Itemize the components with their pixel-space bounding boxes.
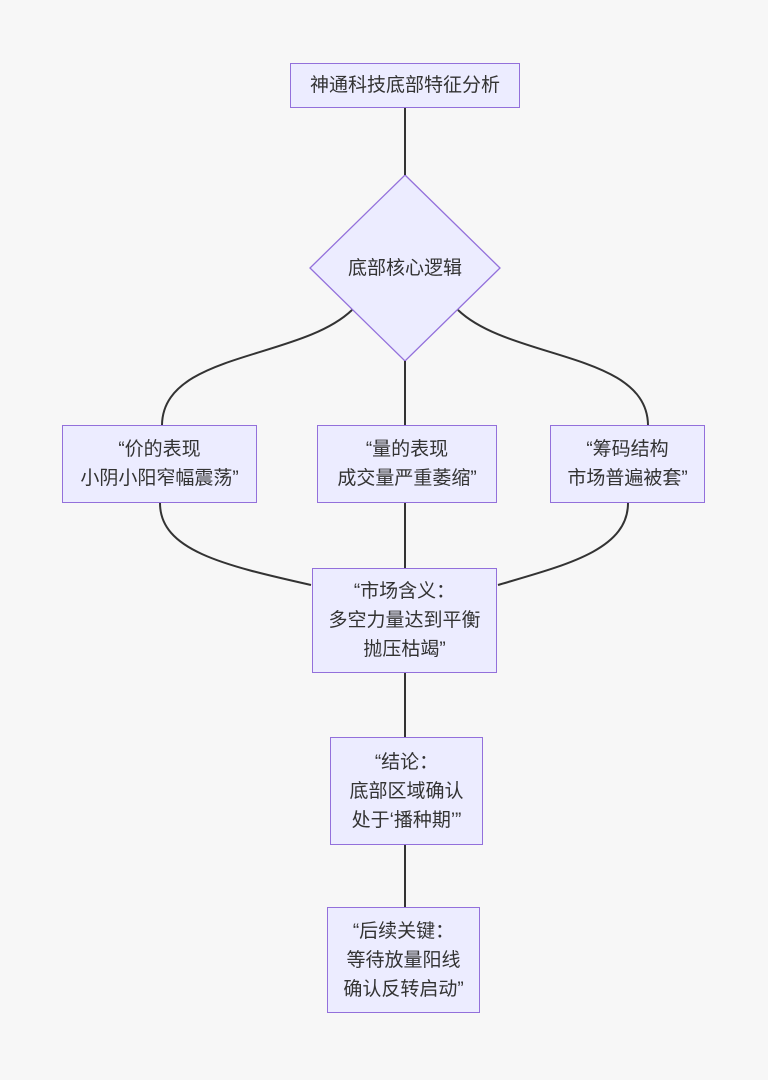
node-analysis-title-label: 神通科技底部特征分析: [309, 75, 500, 96]
node-followup-key-line1: “后续关键：: [352, 920, 455, 942]
node-conclusion: “结论： 底部区域确认 处于‘播种期’”: [330, 737, 483, 845]
edge-logic-price: [161, 309, 353, 426]
node-followup-key-line2: 等待放量阳线: [346, 949, 461, 971]
node-analysis-title: 神通科技底部特征分析: [290, 63, 520, 108]
node-volume-behavior-line1: “量的表现: [365, 439, 449, 460]
node-followup-key: “后续关键： 等待放量阳线 确认反转启动”: [327, 907, 480, 1013]
node-conclusion-line2: 底部区域确认: [349, 780, 464, 802]
node-conclusion-line1: “结论：: [374, 751, 439, 773]
node-market-meaning: “市场含义： 多空力量达到平衡 抛压枯竭”: [312, 568, 497, 673]
edge-price-meaning: [159, 502, 312, 586]
node-chip-structure: “筹码结构 市场普遍被套”: [550, 425, 705, 503]
node-volume-behavior-line2: 成交量严重萎缩”: [337, 468, 477, 489]
node-price-behavior-line2: 小阴小阳窄幅震荡”: [80, 468, 239, 489]
node-chip-structure-line2: 市场普遍被套”: [567, 468, 688, 489]
node-price-behavior: “价的表现 小阴小阳窄幅震荡”: [62, 425, 257, 503]
node-followup-key-line3: 确认反转启动”: [343, 978, 464, 1000]
node-market-meaning-line1: “市场含义：: [353, 581, 456, 602]
node-market-meaning-line2: 多空力量达到平衡: [328, 610, 481, 631]
node-price-behavior-line1: “价的表现: [118, 439, 201, 460]
node-market-meaning-line3: 抛压枯竭”: [363, 639, 446, 660]
node-core-logic-label: 底部核心逻辑: [347, 257, 462, 279]
node-volume-behavior: “量的表现 成交量严重萎缩”: [317, 425, 497, 503]
edge-logic-chips: [457, 309, 649, 426]
node-conclusion-line3: 处于‘播种期’”: [351, 809, 462, 831]
node-core-logic: 底部核心逻辑: [305, 240, 505, 296]
edge-chips-meaning: [497, 502, 629, 586]
node-chip-structure-line1: “筹码结构: [586, 439, 669, 460]
